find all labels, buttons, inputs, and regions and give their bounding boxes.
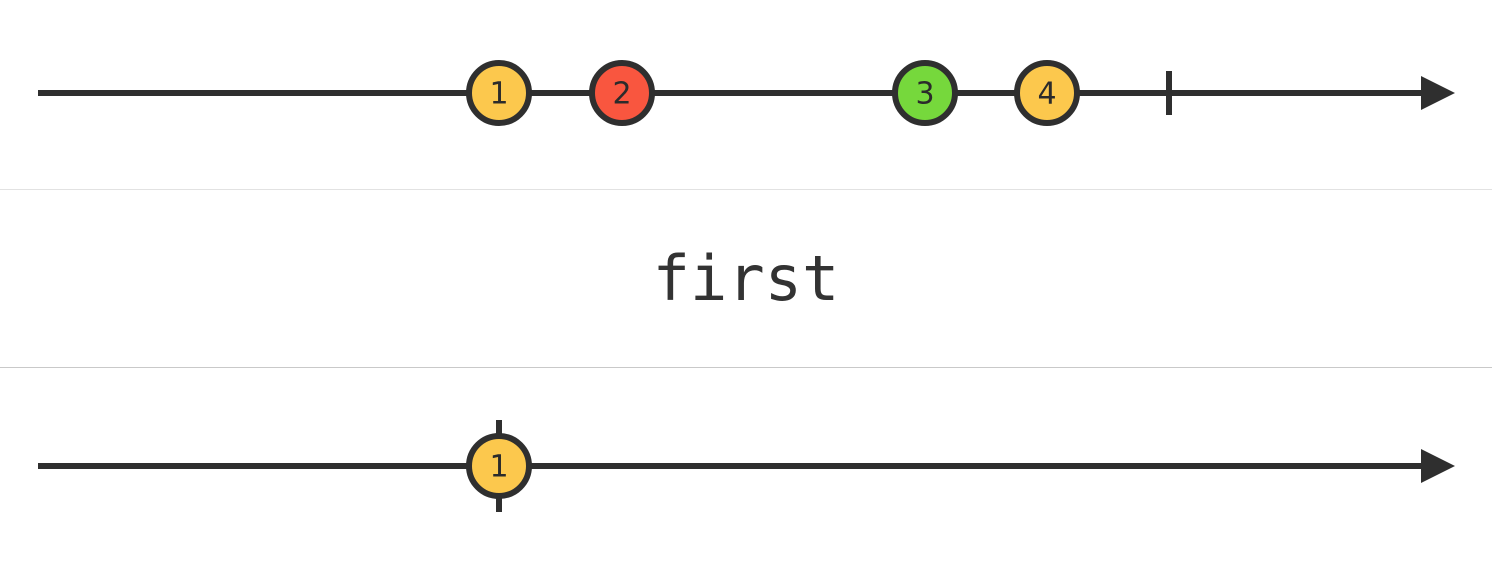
- top-node-circle-1[interactable]: [466, 60, 532, 126]
- top-axis-canvas: 1 2 3 4: [38, 60, 1455, 126]
- panel-divider-bottom: [0, 367, 1492, 368]
- caption-panel: first: [0, 190, 1492, 368]
- top-node-label-2: 2: [612, 77, 631, 112]
- top-node-label-3: 3: [915, 77, 934, 112]
- top-node-4[interactable]: 4: [1014, 60, 1080, 126]
- bottom-node-label-1: 1: [489, 450, 508, 485]
- bottom-node-circle-1[interactable]: [466, 433, 532, 499]
- bottom-node-1[interactable]: 1: [466, 433, 532, 499]
- top-node-2[interactable]: 2: [589, 60, 655, 126]
- bottom-axis-canvas: 1: [38, 420, 1455, 512]
- top-node-label-4: 4: [1037, 77, 1056, 112]
- top-node-3[interactable]: 3: [892, 60, 958, 126]
- top-node-circle-2[interactable]: [589, 60, 655, 126]
- top-node-label-1: 1: [489, 77, 508, 112]
- top-axis-arrowhead-icon: [1421, 76, 1455, 110]
- top-node-1[interactable]: 1: [466, 60, 532, 126]
- caption-wrap: first: [0, 190, 1492, 368]
- bottom-axis-arrowhead-icon: [1421, 449, 1455, 483]
- caption-text: first: [652, 242, 840, 315]
- top-linked-list-panel: 1 2 3 4: [0, 0, 1492, 190]
- bottom-linked-list-panel: 1: [0, 368, 1492, 562]
- top-node-circle-3[interactable]: [892, 60, 958, 126]
- panel-divider-top: [0, 189, 1492, 190]
- top-node-circle-4[interactable]: [1014, 60, 1080, 126]
